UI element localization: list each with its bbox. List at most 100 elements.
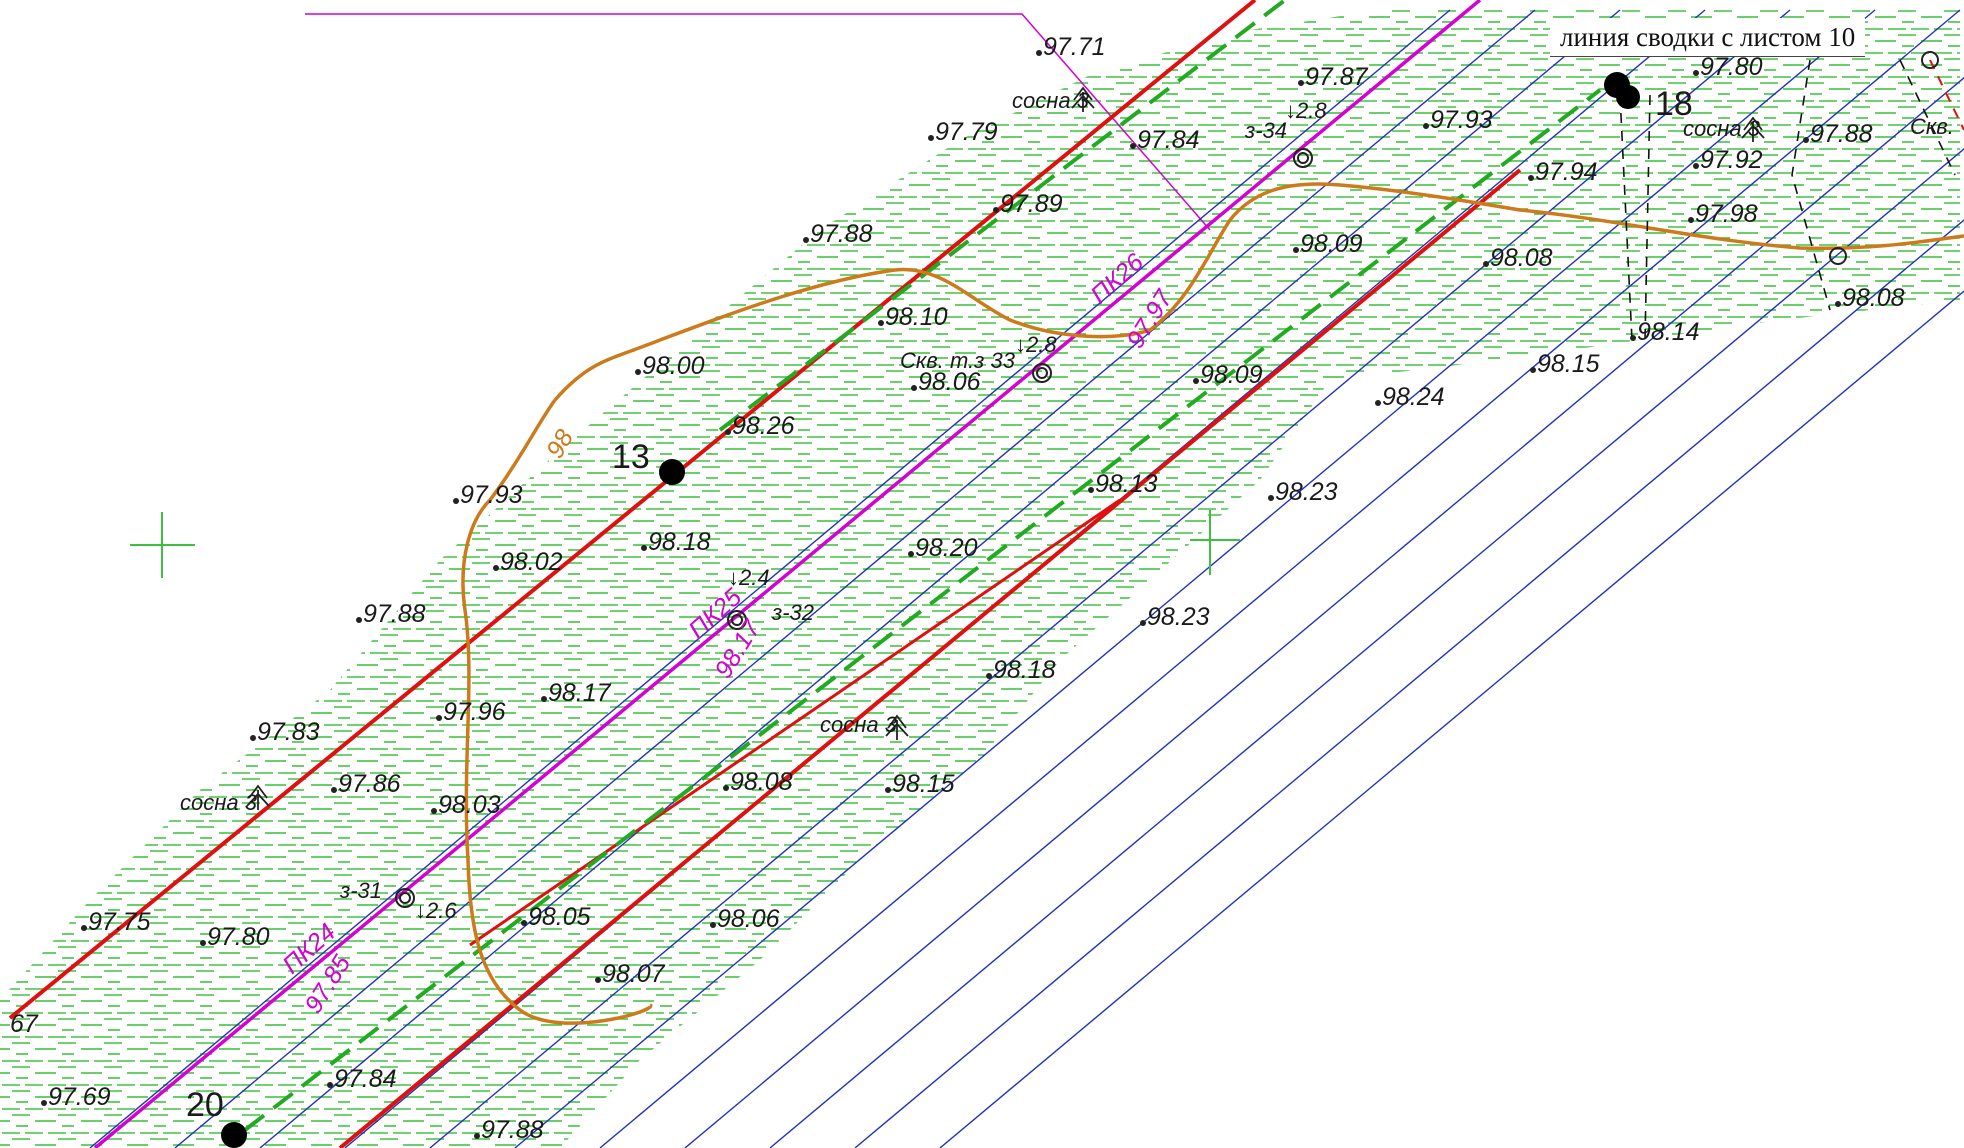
elevation-label: 98.15 — [1537, 350, 1600, 378]
tree-icons — [246, 86, 1765, 810]
elevation-label: 98.07 — [602, 960, 666, 988]
elevation-label: 97.96 — [443, 698, 506, 726]
elevation-dot — [1140, 620, 1146, 626]
elevation-dot — [641, 545, 647, 551]
elevation-label: 97.88 — [363, 600, 426, 628]
elevation-label: 98.23 — [1147, 603, 1210, 631]
elevation-dot — [1130, 143, 1136, 149]
borehole-depth-32: ↓2.4 — [728, 565, 770, 590]
elevation-dot — [710, 922, 716, 928]
elevation-dot — [250, 735, 256, 741]
elevation-dot — [1036, 50, 1042, 56]
elevation-dot — [1530, 367, 1536, 373]
elevation-dot — [911, 385, 917, 391]
point-label-20: 20 — [186, 1086, 224, 1124]
elevation-label: 97.75 — [88, 908, 151, 936]
elevation-label: 97.84 — [334, 1065, 397, 1093]
boundary-line-lower — [338, 168, 1522, 1148]
elevation-dot — [928, 135, 934, 141]
elevation-dot — [453, 498, 459, 504]
hatch-line — [429, 9, 1791, 1148]
hatch-line — [259, 9, 1621, 1148]
elevation-label: 98.09 — [1200, 361, 1263, 389]
elevation-dot — [436, 715, 442, 721]
elevation-label: 98.03 — [438, 791, 501, 819]
elevation-dot — [493, 565, 499, 571]
elevation-dot — [1693, 70, 1699, 76]
elevation-dot — [1693, 163, 1699, 169]
elevation-dot — [1293, 247, 1299, 253]
elevation-label: 98.00 — [642, 352, 705, 380]
elevation-labels: 97.71 97.79 97.84 97.87 97.93 97.80 97.88 97.92… — [41, 33, 1905, 1144]
elevation-label: 98.05 — [528, 903, 591, 931]
tree-label-4: сосна 3 — [180, 790, 258, 815]
elevation-label: 97.88 — [1810, 120, 1873, 148]
elevation-label: 97.88 — [481, 1116, 544, 1144]
leader-line — [305, 13, 1211, 231]
elevation-dot — [1528, 175, 1534, 181]
borehole-depth-31: ↓2.6 — [415, 898, 457, 923]
elevation-dot — [1298, 80, 1304, 86]
borehole-icons — [395, 51, 1939, 908]
elevation-label: 98.14 — [1637, 318, 1700, 346]
elevation-dot — [595, 977, 601, 983]
ditch-line-upper — [718, 0, 1287, 432]
hatch-line — [769, 147, 1964, 1148]
borehole-depth-34: ↓2.8 — [1285, 98, 1327, 123]
elevation-label: 98.20 — [915, 534, 978, 562]
elevation-label: 97.98 — [1695, 200, 1758, 228]
elevation-dot — [331, 787, 337, 793]
grid-cross-1 — [130, 512, 195, 578]
sheet-edge — [1619, 59, 1956, 341]
elevation-dot — [1268, 495, 1274, 501]
elevation-label: 98.08 — [1490, 244, 1553, 272]
boundary-line-short — [469, 498, 1121, 947]
sheet-join-label: линия сводки с листом 10 — [1550, 18, 1866, 57]
elevation-label: 98.13 — [1095, 470, 1158, 498]
elevation-label: 98.06 — [918, 368, 981, 396]
borehole-label-32: з-32 — [771, 600, 814, 625]
grid-cross-2 — [1190, 510, 1240, 575]
elevation-label: 97.84 — [1137, 126, 1200, 154]
survey-point-20 — [221, 1122, 247, 1148]
hatch-line — [89, 9, 1451, 1148]
elevation-dot — [1803, 137, 1809, 143]
elevation-label: 97.92 — [1700, 146, 1763, 174]
elevation-label: 98.23 — [1275, 478, 1338, 506]
elevation-label: 97.69 — [48, 1083, 111, 1111]
elevation-label: 97.93 — [460, 481, 523, 509]
elevation-dot — [81, 925, 87, 931]
elevation-dot — [431, 808, 437, 814]
hatch-line — [939, 290, 1964, 1148]
elevation-dot — [1483, 261, 1489, 267]
elevation-label: 97.83 — [257, 718, 320, 746]
elevation-label: 98.15 — [892, 770, 955, 798]
hatch-line — [684, 76, 1964, 1148]
boundary-line-upper — [8, 0, 1257, 1020]
elevation-dot — [1193, 378, 1199, 384]
elevation-label: 98.18 — [993, 656, 1056, 684]
elevation-label: 98.02 — [500, 548, 563, 576]
survey-point-18b — [1616, 85, 1640, 109]
elevation-label: 97.79 — [935, 118, 998, 146]
red-dash-edge — [1929, 59, 1964, 131]
hatch-line — [854, 219, 1964, 1148]
borehole-label-33: Скв. т.з 33 — [900, 348, 1016, 373]
elevation-dot — [885, 787, 891, 793]
survey-point-13 — [659, 459, 685, 485]
elevation-label: 97.71 — [1043, 33, 1106, 61]
elevation-label: 98.17 — [548, 679, 612, 707]
elevation-dot — [1423, 123, 1429, 129]
elevation-dot — [200, 940, 206, 946]
borehole-label-31: з-31 — [339, 878, 382, 903]
elevation-dot — [725, 429, 731, 435]
contour-line — [461, 182, 1964, 1025]
elevation-dot — [1375, 400, 1381, 406]
elevation-label: 97.80 — [1700, 53, 1763, 81]
ditch-line-lower — [243, 88, 1602, 1132]
route-axis — [93, 0, 1482, 1148]
elevation-dot — [521, 920, 527, 926]
point-label-18: 18 — [1655, 85, 1693, 123]
elevation-label: 97.87 — [1305, 63, 1369, 91]
hatch-line — [174, 9, 1536, 1148]
